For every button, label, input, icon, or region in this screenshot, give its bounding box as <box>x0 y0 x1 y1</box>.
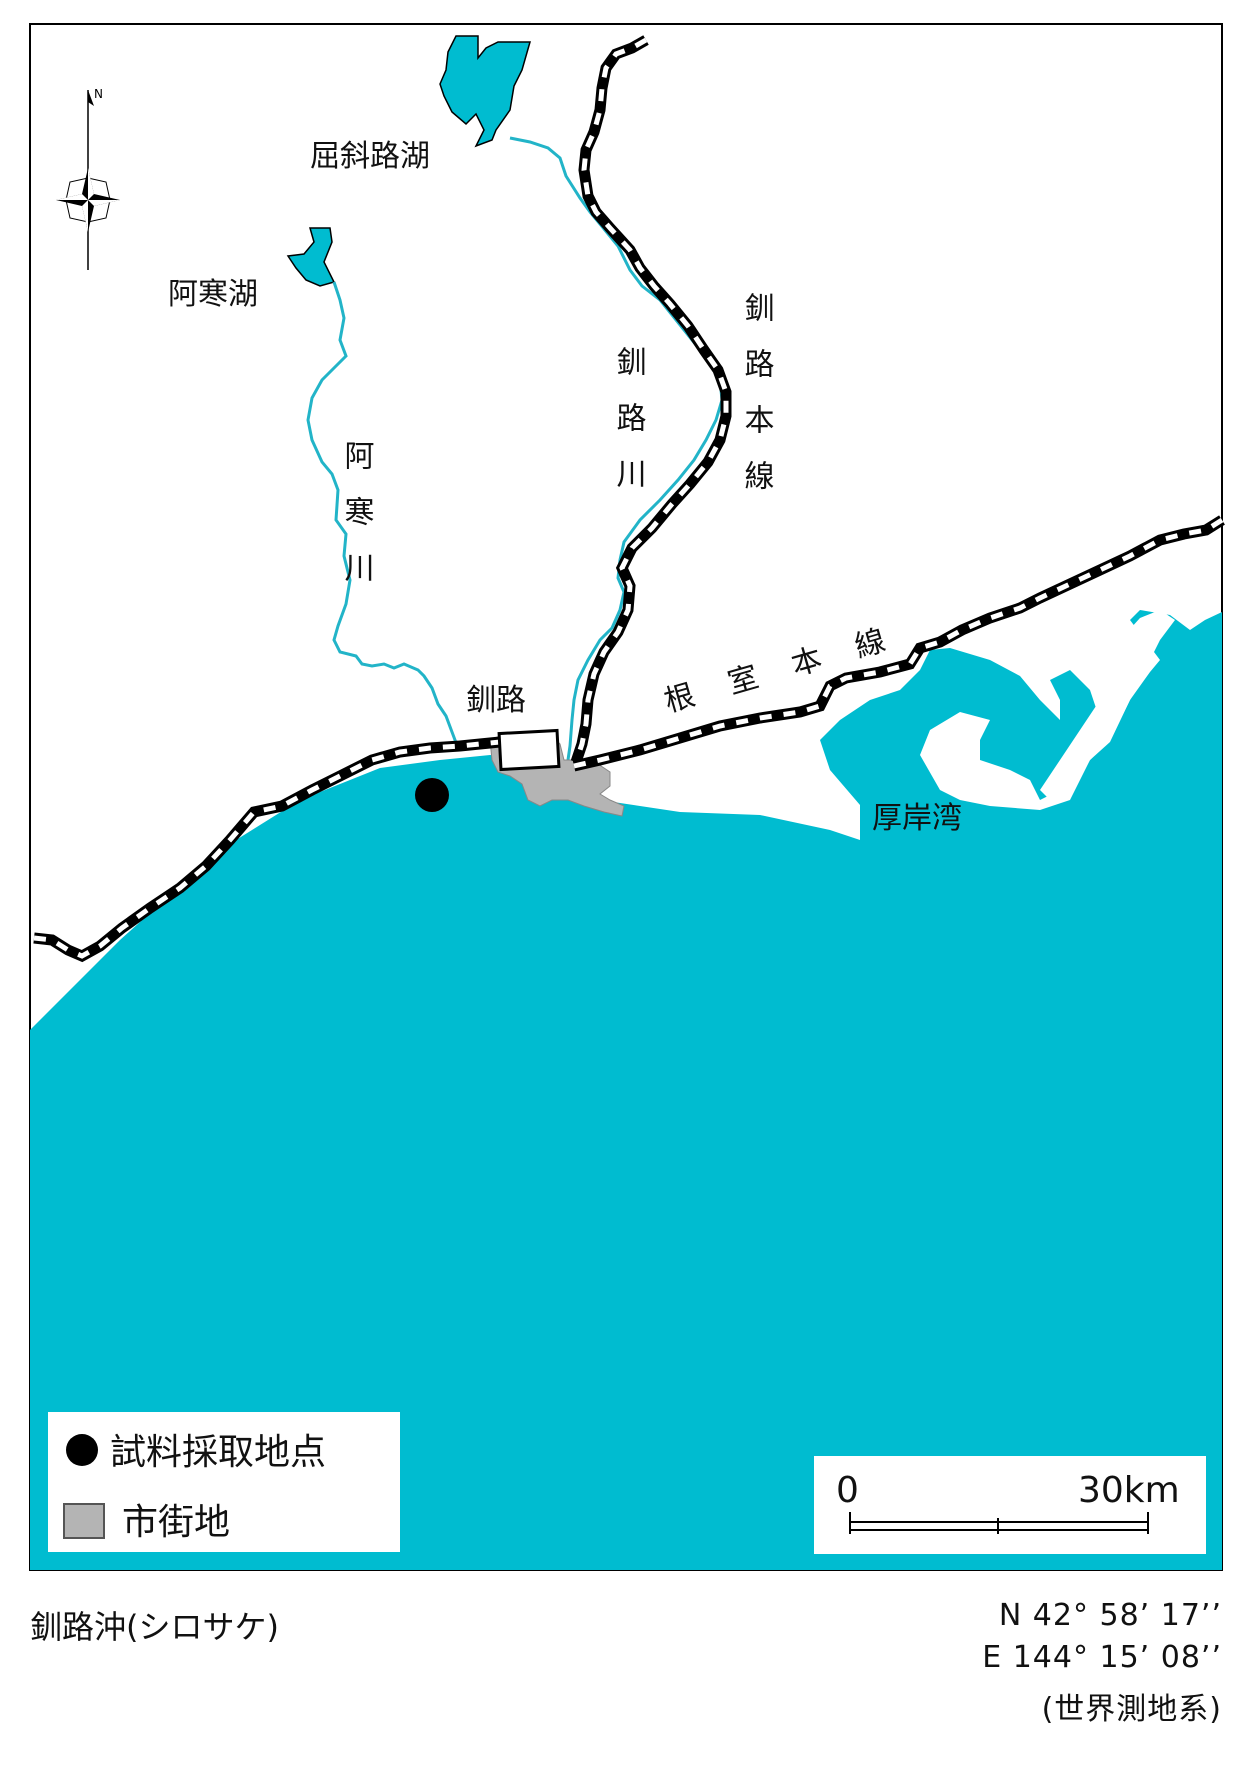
label-akan-lake: 阿寒湖 <box>168 277 258 312</box>
kussharo-lake <box>439 35 531 148</box>
label-akan-river: 阿寒川 <box>339 440 375 608</box>
akan-river-line <box>306 281 460 749</box>
legend-sample-point-label: 試料採取地点 <box>110 1432 326 1473</box>
akkeshi-peninsula <box>1040 610 1175 800</box>
coordinate-datum: (世界測地系) <box>1041 1692 1222 1727</box>
coordinate-longitude: E 144° 15’ 08’’ <box>982 1640 1222 1675</box>
map-caption-title: 釧路沖(シロサケ) <box>30 1608 279 1646</box>
kushiro-main-line-rail <box>570 35 732 764</box>
label-kushiro-city: 釧路 <box>466 683 526 718</box>
sample-point-marker <box>415 778 449 812</box>
scale-bar-end: 30km <box>1078 1470 1180 1511</box>
scale-bar: 0 30km <box>814 1456 1206 1554</box>
nemuro-main-line-rail <box>572 515 1225 772</box>
coordinate-latitude: N 42° 58’ 17’’ <box>998 1598 1222 1633</box>
akan-lake <box>286 227 336 287</box>
scale-bar-start: 0 <box>836 1470 859 1511</box>
kushiro-station <box>497 728 561 772</box>
label-kushiro-main-line: 釧路本線 <box>739 292 774 516</box>
label-kussharo-lake: 屈斜路湖 <box>310 139 430 174</box>
svg-text:N: N <box>94 87 103 101</box>
label-akkeshi-bay: 厚岸湾 <box>872 801 962 836</box>
legend-urban-area-label: 市街地 <box>122 1502 230 1543</box>
legend-urban-area-swatch <box>63 1503 105 1539</box>
legend: 試料採取地点 市街地 <box>48 1412 400 1552</box>
compass-rose-icon: N <box>56 87 120 270</box>
kushiro-river-line <box>509 136 724 761</box>
sea-area <box>30 610 1222 1570</box>
label-kushiro-river: 釧路川 <box>611 346 647 514</box>
coastal-west-rail <box>33 736 501 963</box>
legend-sample-point-icon <box>66 1434 98 1466</box>
